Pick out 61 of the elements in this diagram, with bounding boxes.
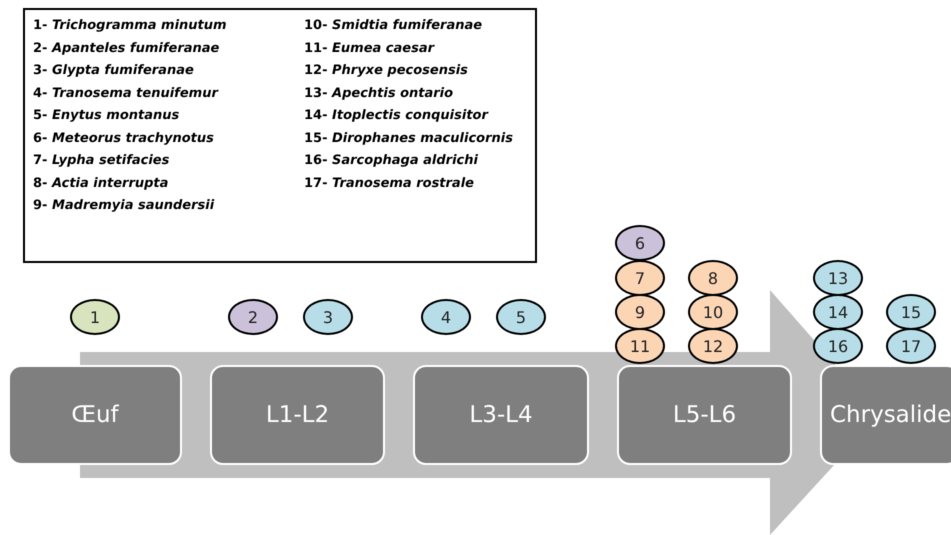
numbered-circle (303, 299, 353, 335)
node-label: 15 (900, 302, 922, 322)
numbered-circle (813, 328, 863, 364)
species-label: 10- Smidtia fumiferanae (304, 18, 482, 33)
node-label: 4 (440, 308, 452, 326)
species-label: 1- Trichogramma minutum (33, 18, 227, 33)
node-label: Œuf (71, 402, 119, 428)
species-label: 15- Dirophanes maculicornis (304, 130, 513, 146)
node-label: 1 (90, 308, 100, 326)
species-label: 11- Eumea caesar (304, 40, 434, 56)
numbered-circle (813, 260, 863, 296)
node-label: 9 (634, 302, 646, 322)
numbered-circle (496, 299, 546, 335)
species-label: 8- Actia interrupta (33, 176, 168, 190)
node-label: 13 (828, 268, 848, 288)
numbered-circle (615, 294, 665, 330)
numbered-circle (615, 328, 665, 364)
species-label: 2- Apanteles fumiferanae (33, 40, 220, 56)
node-label: L3-L4 (469, 402, 533, 428)
node-label: 2 (248, 308, 258, 326)
numbered-circle (421, 299, 471, 335)
stage-box (820, 365, 951, 465)
numbered-circle (688, 260, 738, 296)
node-label: 16 (828, 336, 848, 356)
species-label: 13- Apechtis ontario (304, 86, 454, 100)
node-label: 12 (702, 336, 724, 356)
numbered-circle (70, 299, 120, 335)
numbered-circle (615, 260, 665, 296)
node-label: 8 (708, 268, 718, 288)
numbered-circle (228, 299, 278, 335)
species-label: 4- Tranosema tenuifemur (33, 86, 218, 100)
node-label: 5 (516, 308, 526, 326)
species-label: 7- Lypha setifacies (33, 153, 170, 168)
species-label: 6- Meteorus trachynotus (33, 130, 214, 146)
node-label: 17 (900, 336, 922, 356)
numbered-circle (615, 225, 665, 261)
species-label: 5- Enytus montanus (33, 108, 180, 123)
node-label: 7 (634, 268, 646, 288)
node-label: 14 (828, 302, 848, 322)
species-label: 14- Itoplectis conquisitor (304, 108, 488, 123)
numbered-circle (813, 294, 863, 330)
stage-box (8, 365, 182, 465)
species-label: 9- Madremyia saundersii (33, 198, 214, 213)
node-label: 6 (634, 234, 646, 252)
numbered-circle (886, 294, 936, 330)
species-label: 16- Sarcophaga aldrichi (304, 153, 478, 168)
stage-box (413, 365, 589, 465)
node-label: Chrysalide (830, 402, 951, 428)
stage-box (617, 365, 792, 465)
node-label: 3 (322, 308, 334, 326)
stage-box (210, 365, 385, 465)
node-label: 11 (630, 336, 650, 356)
numbered-circle (886, 328, 936, 364)
node-label: L5-L6 (672, 402, 736, 428)
numbered-circle (688, 328, 738, 364)
node-label: 10 (702, 302, 724, 322)
species-label: 17- Tranosema rostrale (304, 176, 474, 190)
species-label: 3- Glypta fumiferanae (33, 63, 194, 78)
node-label: L1-L2 (266, 402, 330, 428)
numbered-circle (688, 294, 738, 330)
species-label: 12- Phryxe pecosensis (304, 63, 468, 78)
